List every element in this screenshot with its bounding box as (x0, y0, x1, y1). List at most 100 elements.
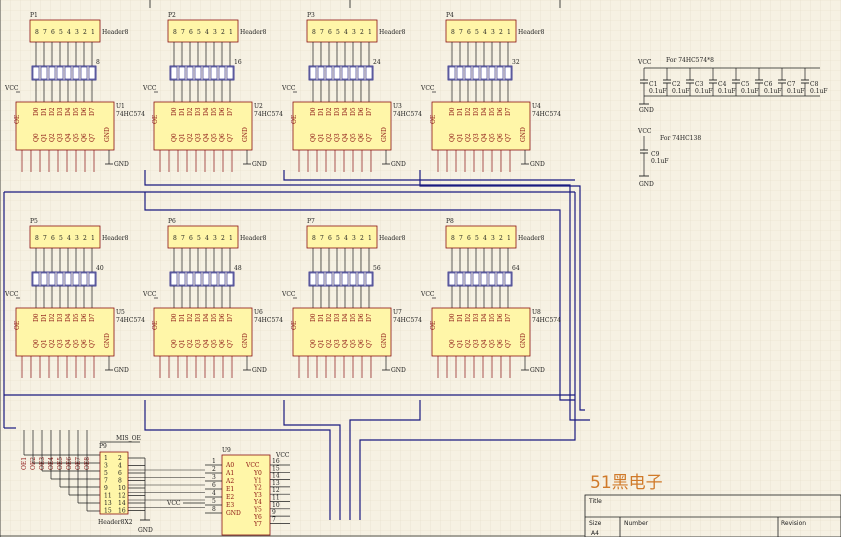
resistor (317, 272, 325, 286)
header-body (29, 19, 101, 43)
p9-pin-number: 11 (104, 493, 112, 500)
u9-pin-number: 2 (212, 466, 216, 473)
chip-pin-oe: OE (14, 115, 21, 124)
resistor (325, 66, 333, 80)
chip-pin-q: Q4 (342, 339, 349, 348)
header-part: Header8 (518, 235, 545, 242)
u9-pin-number: 9 (272, 509, 276, 516)
chip-pin-d: D5 (73, 313, 80, 322)
chip-pin-gnd: GND (242, 333, 249, 348)
resistor-array (169, 271, 235, 287)
header-part: Header8 (379, 29, 406, 36)
resistor (488, 272, 496, 286)
resistor (448, 66, 456, 80)
cap-designator: C4 (718, 81, 727, 88)
cap-value: 0.1uF (695, 88, 713, 95)
header-pin-number: 1 (91, 235, 95, 242)
chip-part: 74HC574 (254, 317, 283, 324)
header-pin-number: 3 (75, 235, 79, 242)
chip-pin-q: Q4 (342, 133, 349, 142)
chip-pin-q: Q6 (497, 133, 504, 142)
cap-note-2: For 74HC138 (660, 135, 701, 142)
chip-designator: U1 (116, 103, 125, 110)
resistor (56, 272, 64, 286)
header-designator: P7 (307, 218, 315, 225)
p9-part: Header8X2 (98, 519, 133, 526)
u9-pin-out: Y3 (253, 492, 262, 499)
resistor (488, 66, 496, 80)
header-pin-number: 7 (320, 235, 324, 242)
resistor (178, 272, 186, 286)
u9-pin-out: Y5 (253, 507, 262, 514)
resistor (64, 66, 72, 80)
chip-pin-gnd: GND (381, 333, 388, 348)
chip-designator: U2 (254, 103, 263, 110)
u9-vcc-left-label: VCC (166, 500, 181, 507)
chip-pin-oe: OE (291, 321, 298, 330)
chip-pin-q: Q4 (481, 339, 488, 348)
u9-pin-out: Y2 (253, 485, 262, 492)
c9-designator: C9 (651, 151, 660, 158)
header-designator: P3 (307, 12, 315, 19)
chip-pin-d: D1 (179, 313, 186, 322)
resistor (32, 272, 40, 286)
header-body (445, 225, 517, 249)
u9-pin-out: Y0 (253, 470, 262, 477)
chip-pin-q: Q3 (473, 133, 480, 142)
header-pin-number: 1 (368, 235, 372, 242)
resistor (464, 272, 472, 286)
p9-pin-number: 10 (118, 485, 126, 492)
title-block-size-value: A4 (591, 530, 599, 537)
chip-pin-d: D3 (57, 107, 64, 116)
chip-pin-d: D6 (219, 107, 226, 116)
chip-pin-q: Q0 (449, 339, 456, 348)
chip-pin-q: Q3 (57, 339, 64, 348)
chip-pin-d: D5 (350, 313, 357, 322)
resistor-label: 48 (234, 265, 242, 272)
watermark-text: 51黑电子 (590, 473, 663, 493)
cap-designator: C3 (695, 81, 704, 88)
chip-pin-d: D6 (497, 313, 504, 322)
header-pin-number: 2 (360, 29, 364, 36)
chip-pin-q: Q3 (334, 133, 341, 142)
chip-pin-q: Q7 (505, 133, 512, 142)
u9-pin-number: 1 (212, 458, 216, 465)
chip-pin-d: D2 (187, 107, 194, 116)
resistor (226, 66, 234, 80)
chip-pin-d: D5 (489, 313, 496, 322)
chip-pin-d: D3 (334, 313, 341, 322)
resistor (504, 272, 512, 286)
chip-pin-d: D6 (81, 107, 88, 116)
header-pin-number: 7 (459, 235, 463, 242)
chip-pin-gnd: GND (520, 333, 527, 348)
cap-designator: C7 (787, 81, 796, 88)
u9-pin-number: 12 (272, 487, 280, 494)
chip-body (292, 307, 392, 357)
u9-pin-out: Y1 (253, 477, 262, 484)
p9-pin-number: 9 (104, 485, 108, 492)
border-lines (0, 0, 585, 537)
header-pin-number: 2 (499, 235, 503, 242)
chip-pin-q: Q2 (326, 133, 333, 142)
cap-value: 0.1uF (764, 88, 782, 95)
header-pin-number: 2 (499, 29, 503, 36)
header-designator: P6 (168, 218, 176, 225)
cap-designator: C8 (810, 81, 819, 88)
header-pin-number: 8 (451, 235, 455, 242)
u9-pin-out: Y7 (253, 521, 262, 528)
resistor (194, 66, 202, 80)
u9-pin-name: E3 (226, 502, 234, 509)
chip-pin-d: D4 (203, 107, 210, 116)
resistor (72, 272, 80, 286)
chip-pin-q: Q6 (219, 133, 226, 142)
resistor-label: 8 (96, 59, 100, 66)
resistor (88, 272, 96, 286)
title-block-revision: Revision (781, 520, 806, 527)
p9-pin-number: 15 (104, 508, 112, 515)
chip-pin-d: D0 (310, 313, 317, 322)
header-pin-number: 8 (35, 235, 39, 242)
chip-part: 74HC574 (532, 111, 561, 118)
